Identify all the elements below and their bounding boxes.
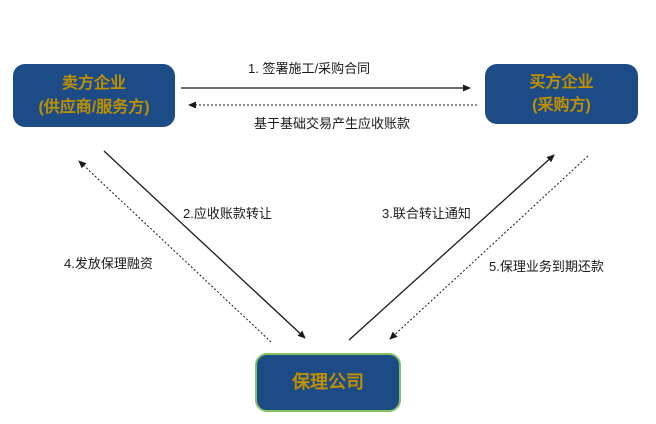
buyer-node-line1: 买方企业	[529, 73, 594, 91]
arrow-transfer-seller-to-factoring	[103, 150, 306, 339]
factoring-node: 保理公司	[255, 353, 401, 412]
arrow-repayment-buyer-to-factoring	[389, 155, 589, 340]
edge-label-repayment: 5.保理业务到期还款	[489, 259, 604, 274]
seller-node-line2: (供应商/服务方)	[38, 98, 150, 116]
edge-label-contract: 1. 签署施工/采购合同	[248, 61, 371, 76]
edge-label-transfer: 2.应收账款转让	[183, 206, 272, 221]
buyer-node-line2: (采购方)	[532, 97, 591, 114]
edge-label-receivable: 基于基础交易产生应收账款	[254, 116, 411, 131]
buyer-node: 买方企业 (采购方)	[485, 64, 638, 124]
edge-label-financing: 4.发放保理融资	[64, 256, 153, 271]
seller-node-line1: 卖方企业	[61, 75, 126, 93]
seller-node: 卖方企业 (供应商/服务方)	[13, 64, 175, 127]
arrow-financing-factoring-to-seller	[78, 160, 272, 343]
arrow-notice-factoring-to-buyer	[348, 154, 555, 341]
factoring-node-label: 保理公司	[292, 372, 364, 393]
edge-label-notice: 3.联合转让通知	[382, 206, 471, 221]
